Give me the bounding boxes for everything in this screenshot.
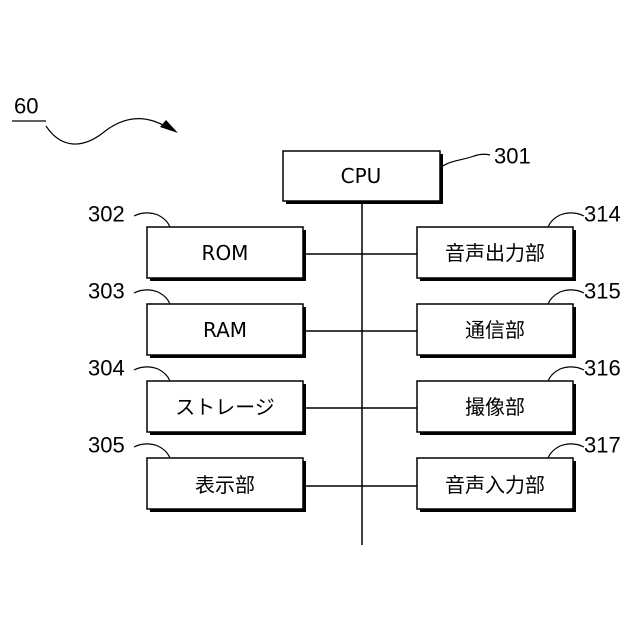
- audio-output-block: 音声出力部 314: [417, 202, 621, 282]
- display-block: 表示部 305: [88, 433, 306, 513]
- audio-output-ref-number: 314: [584, 202, 621, 227]
- rom-block: ROM 302: [88, 202, 306, 282]
- cpu-ref-number: 301: [494, 144, 531, 169]
- ram-label: RAM: [203, 318, 247, 342]
- cpu-leader-line: [440, 154, 490, 168]
- audio-input-label: 音声入力部: [445, 473, 545, 497]
- audio-output-label: 音声出力部: [445, 241, 545, 265]
- ram-block: RAM 303: [88, 279, 306, 359]
- cpu-label: CPU: [341, 164, 382, 188]
- ram-leader-line: [134, 290, 170, 304]
- ram-ref-number: 303: [88, 279, 125, 304]
- rom-ref-number: 302: [88, 202, 125, 227]
- audio-input-leader-line: [548, 444, 584, 458]
- storage-leader-line: [134, 367, 170, 381]
- imaging-label: 撮像部: [465, 395, 525, 419]
- imaging-leader-line: [548, 367, 584, 381]
- cpu-block: CPU 301: [283, 144, 531, 205]
- communication-ref-number: 315: [584, 279, 621, 304]
- imaging-block: 撮像部 316: [417, 356, 621, 436]
- storage-label: ストレージ: [175, 395, 275, 419]
- audio-input-block: 音声入力部 317: [417, 433, 621, 513]
- figure-ref-arrowhead: [160, 120, 178, 133]
- figure-reference: 60: [12, 94, 178, 145]
- communication-label: 通信部: [465, 318, 525, 342]
- communication-block: 通信部 315: [417, 279, 621, 359]
- storage-block: ストレージ 304: [88, 356, 306, 436]
- display-ref-number: 305: [88, 433, 125, 458]
- figure-ref-number: 60: [14, 94, 38, 119]
- rom-label: ROM: [202, 241, 249, 265]
- communication-leader-line: [548, 290, 584, 304]
- rom-leader-line: [134, 213, 170, 227]
- display-leader-line: [134, 444, 170, 458]
- audio-input-ref-number: 317: [584, 433, 621, 458]
- storage-ref-number: 304: [88, 356, 125, 381]
- figure-ref-wavy-arrow: [46, 119, 168, 144]
- display-label: 表示部: [195, 473, 255, 497]
- imaging-ref-number: 316: [584, 356, 621, 381]
- audio-output-leader-line: [548, 213, 584, 227]
